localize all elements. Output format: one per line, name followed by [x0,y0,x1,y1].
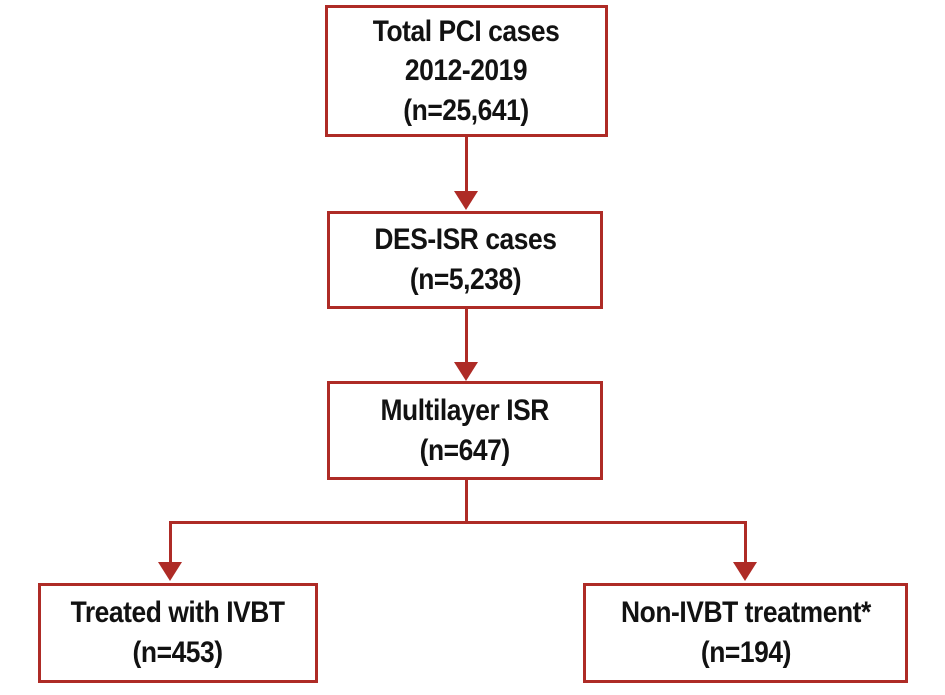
arrow-down-icon [733,562,757,581]
node-line: (n=5,238) [409,263,521,296]
node-multilayer-isr: Multilayer ISR (n=647) [327,381,603,480]
node-line: Total PCI cases [373,14,560,48]
arrow-down-icon [158,562,182,581]
node-line: Multilayer ISR [380,393,550,427]
node-line: Non-IVBT treatment* [620,596,871,630]
node-non-ivbt-label: Non-IVBT treatment* (n=194) [621,593,871,672]
connector-desisr-to-multilayer-line [465,309,468,364]
node-line: (n=25,641) [403,93,530,127]
node-total-pci-cases: Total PCI cases 2012-2019 (n=25,641) [325,5,608,137]
node-line: Treated with IVBT [70,596,286,630]
node-line: (n=453) [132,636,224,669]
arrow-down-icon [454,362,478,381]
branch-right-line [744,521,747,563]
node-multilayer-label: Multilayer ISR (n=647) [380,391,550,470]
branch-left-line [169,521,172,563]
node-total-pci-label: Total PCI cases 2012-2019 (n=25,641) [373,12,560,131]
node-des-isr-label: DES-ISR cases (n=5,238) [373,220,557,299]
node-des-isr-cases: DES-ISR cases (n=5,238) [327,211,603,309]
connector-total-to-desisr-line [465,137,468,193]
branch-horizontal-line [169,521,747,524]
node-line: 2012-2019 [405,54,528,88]
node-non-ivbt-treatment: Non-IVBT treatment* (n=194) [583,583,908,683]
node-line: DES-ISR cases [373,223,557,257]
node-treated-with-ivbt: Treated with IVBT (n=453) [38,583,318,683]
node-ivbt-label: Treated with IVBT (n=453) [71,593,285,672]
node-line: (n=647) [419,433,511,467]
arrow-down-icon [454,191,478,210]
node-line: (n=194) [700,636,791,669]
branch-stem-line [465,480,468,524]
